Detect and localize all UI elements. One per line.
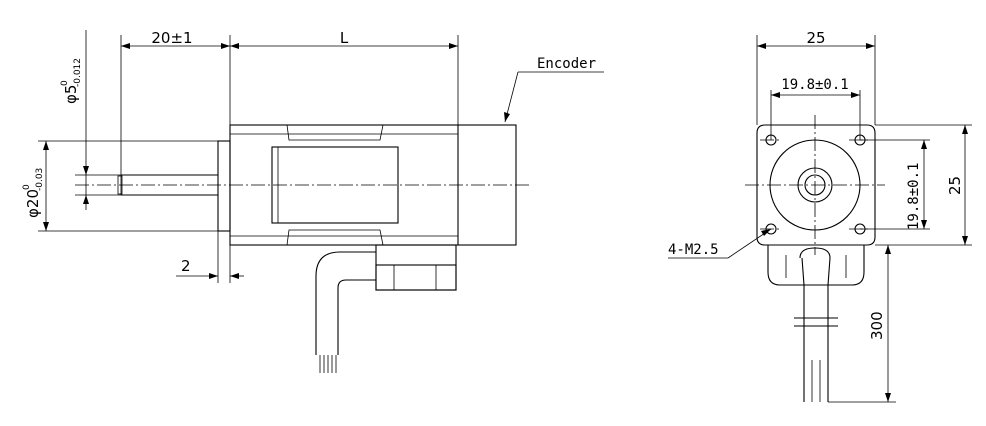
boss-diameter-lower-tol: -0.03 [35, 168, 45, 191]
height-dim: 25 [946, 176, 964, 195]
boss-height-dim: 2 [181, 257, 191, 275]
shaft-length-dim: 20±1 [151, 29, 192, 47]
encoder-label: Encoder [537, 56, 596, 72]
boss-diameter-upper-tol: 0 [22, 184, 32, 190]
shaft-diameter-upper-tol: 0 [60, 80, 70, 86]
body-length-dim: L [340, 29, 349, 47]
width-dim: 25 [806, 29, 825, 47]
shaft-diameter-dim: φ5 [62, 85, 80, 104]
hole-spacing-h-dim: 19.8±0.1 [781, 77, 848, 93]
side-view: 20±1 L Encoder φ5 0 -0.0 [22, 29, 604, 373]
boss-diameter-dim: φ20 [24, 189, 42, 218]
shaft-diameter-lower-tol: -0.012 [73, 58, 83, 87]
cable-length-dim: 300 [868, 311, 886, 340]
front-view: 25 19.8±0.1 19.8±0.1 [668, 29, 972, 403]
hole-spacing-v-dim: 19.8±0.1 [906, 163, 922, 230]
mount-holes-label: 4-M2.5 [668, 242, 719, 258]
